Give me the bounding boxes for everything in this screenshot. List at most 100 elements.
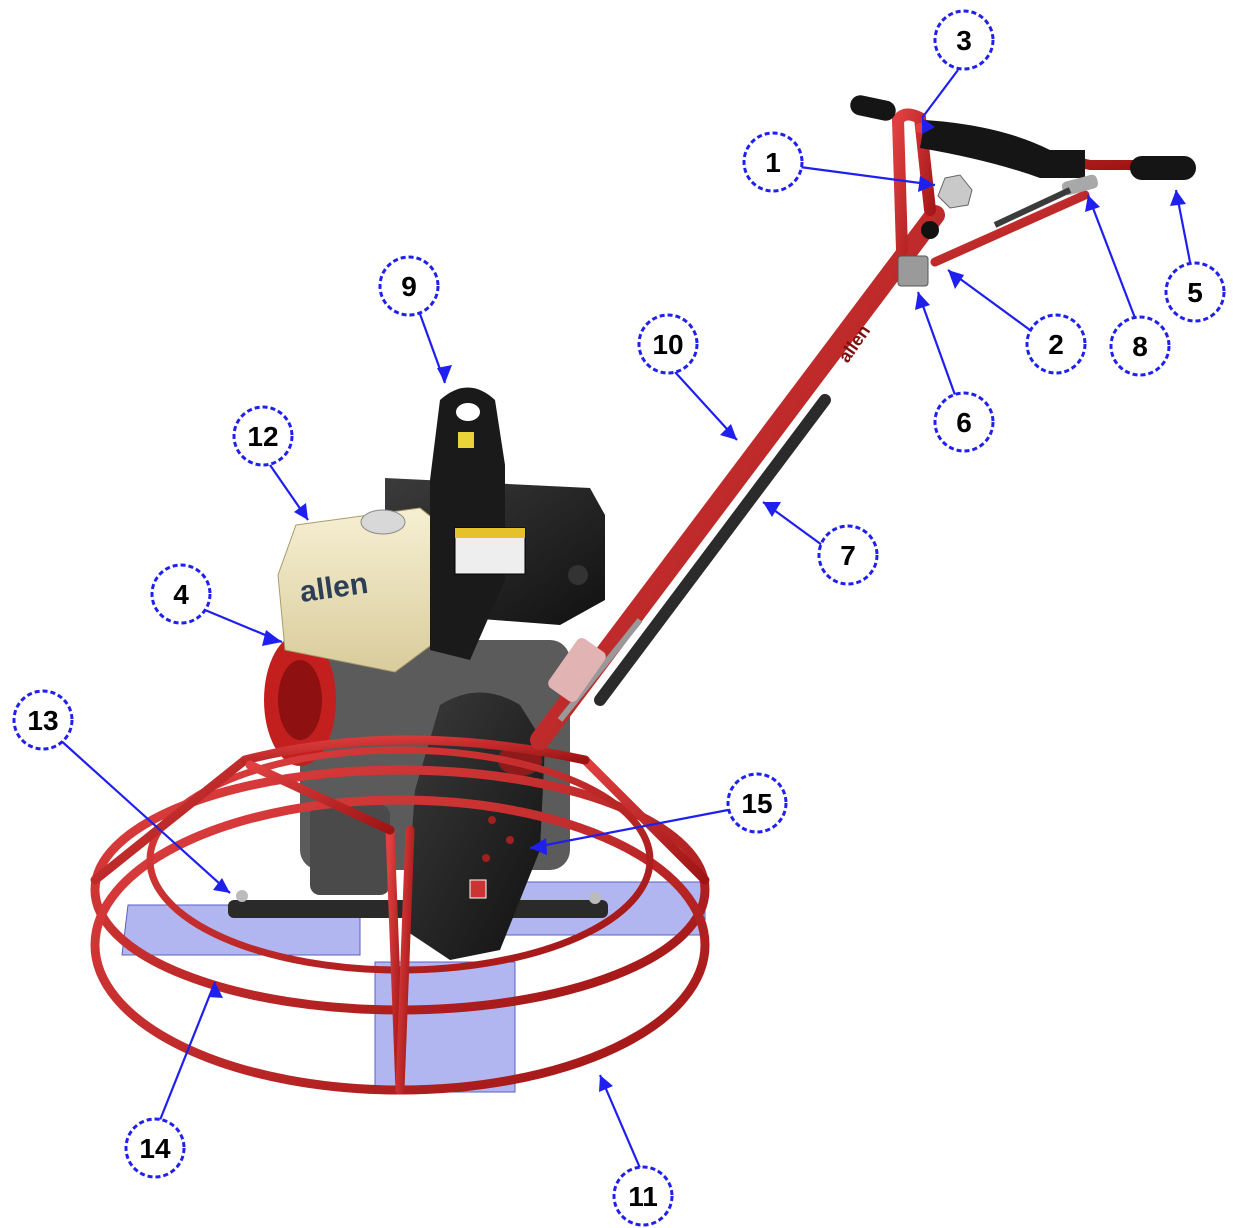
gearbox-plate	[469, 879, 487, 899]
guard-strut-left	[90, 755, 250, 885]
arrowhead-14	[208, 982, 223, 998]
pitch-control-cap	[921, 221, 939, 239]
arrowhead-8	[1085, 195, 1100, 212]
callout-12-label: 12	[247, 421, 278, 452]
leader-13	[57, 737, 231, 894]
lifting-bracket-hole	[456, 403, 480, 421]
arrowhead-15	[530, 838, 547, 855]
handle-shaft	[530, 205, 945, 750]
arrowhead-2	[948, 270, 964, 289]
arrowhead-9	[437, 365, 452, 383]
left-grip	[850, 95, 896, 121]
callout-1-label: 1	[765, 147, 781, 178]
callout-2-label: 2	[1048, 329, 1064, 360]
gearbox-bolt-2	[506, 836, 514, 844]
right-grip	[1130, 156, 1196, 180]
leader-15	[529, 808, 729, 850]
callout-15-circle	[726, 772, 788, 834]
leader-1	[799, 165, 936, 187]
engine-recoil-inner	[278, 660, 322, 740]
blade-front	[374, 961, 516, 1093]
guard-strut-right	[580, 755, 710, 885]
callout-10: 10	[637, 313, 699, 375]
callout-10-label: 10	[652, 329, 683, 360]
lifting-bracket	[430, 387, 505, 660]
callout-7-circle	[817, 524, 879, 586]
callout-2: 2	[1025, 313, 1087, 375]
lifting-bracket-sticker	[458, 432, 474, 448]
callout-6-circle	[933, 391, 995, 453]
arrowhead-4	[262, 630, 282, 646]
callout-3-label: 3	[956, 25, 972, 56]
leader-11	[598, 1074, 642, 1169]
arrowhead-5	[1170, 190, 1186, 206]
callout-14-circle	[124, 1117, 186, 1179]
handle-lower-brace	[930, 190, 1090, 267]
guard-ring-inner	[146, 746, 654, 974]
callout-13-label: 13	[27, 705, 58, 736]
warning-label-band	[455, 528, 525, 538]
arrowhead-11	[599, 1075, 613, 1092]
callout-1-circle	[742, 131, 804, 193]
callout-1: 1	[742, 131, 804, 193]
fuel-cap	[360, 509, 406, 535]
arrowhead-10	[720, 424, 737, 440]
handle-assembly: allen	[530, 95, 1196, 750]
arrowhead-12	[294, 503, 308, 520]
callouts: 1 2 3 4 5 6 7 8	[12, 9, 1226, 1227]
fuel-tank	[277, 507, 446, 673]
leader-3	[921, 69, 959, 119]
arrowhead-6	[915, 292, 930, 310]
engine-cylinder	[310, 805, 390, 895]
gas-strut-rod	[557, 618, 643, 722]
callout-15-label: 15	[741, 788, 772, 819]
blade-arm-bolt-left	[236, 890, 248, 902]
arrowhead-7	[763, 502, 781, 517]
callout-5-circle	[1164, 261, 1226, 323]
callout-11-label: 11	[628, 1181, 658, 1212]
leader-14	[158, 981, 217, 1121]
gearbox-bolt-3	[482, 854, 490, 862]
callout-3-circle	[933, 9, 995, 71]
callout-10-circle	[637, 313, 699, 375]
gearbox-bolt-1	[488, 816, 496, 824]
callout-5-label: 5	[1187, 277, 1203, 308]
callout-9-label: 9	[401, 271, 417, 302]
callout-14: 14	[124, 1117, 186, 1179]
callout-2-circle	[1025, 313, 1087, 375]
callout-11: 11	[612, 1165, 674, 1227]
pitch-control-knob	[937, 174, 973, 209]
callout-15: 15	[726, 772, 788, 834]
callout-13-circle	[12, 689, 74, 751]
arrowhead-1	[918, 176, 935, 192]
guard-strut-front-2	[395, 825, 415, 1095]
arrowhead-13	[213, 878, 230, 893]
arrowhead-3	[922, 118, 935, 134]
callout-6: 6	[933, 391, 995, 453]
callout-7-label: 7	[840, 540, 856, 571]
callout-14-label: 14	[139, 1133, 171, 1164]
arrowheads	[208, 118, 1186, 1092]
center-grip	[920, 120, 1085, 178]
callout-7: 7	[817, 524, 879, 586]
callout-12: 12	[232, 405, 294, 467]
leader-2	[947, 269, 1031, 331]
callout-5: 5	[1164, 261, 1226, 323]
callout-8-label: 8	[1132, 331, 1148, 362]
callout-8-circle	[1109, 315, 1171, 377]
guard-crossbar	[240, 735, 590, 765]
callout-12-circle	[232, 405, 294, 467]
callout-4-label: 4	[173, 579, 189, 610]
throttle-lever	[1061, 174, 1099, 196]
throttle-cable-rod	[993, 187, 1072, 228]
leader-6	[916, 291, 957, 396]
callout-4: 4	[150, 563, 212, 625]
callout-4-circle	[150, 563, 212, 625]
callout-11-circle	[612, 1165, 674, 1227]
handle-collar	[548, 638, 606, 702]
guard-ring	[90, 735, 710, 1095]
gas-strut	[594, 394, 831, 706]
safety-switch	[897, 255, 929, 287]
guard-bracket	[245, 760, 395, 835]
callout-13: 13	[12, 689, 74, 751]
